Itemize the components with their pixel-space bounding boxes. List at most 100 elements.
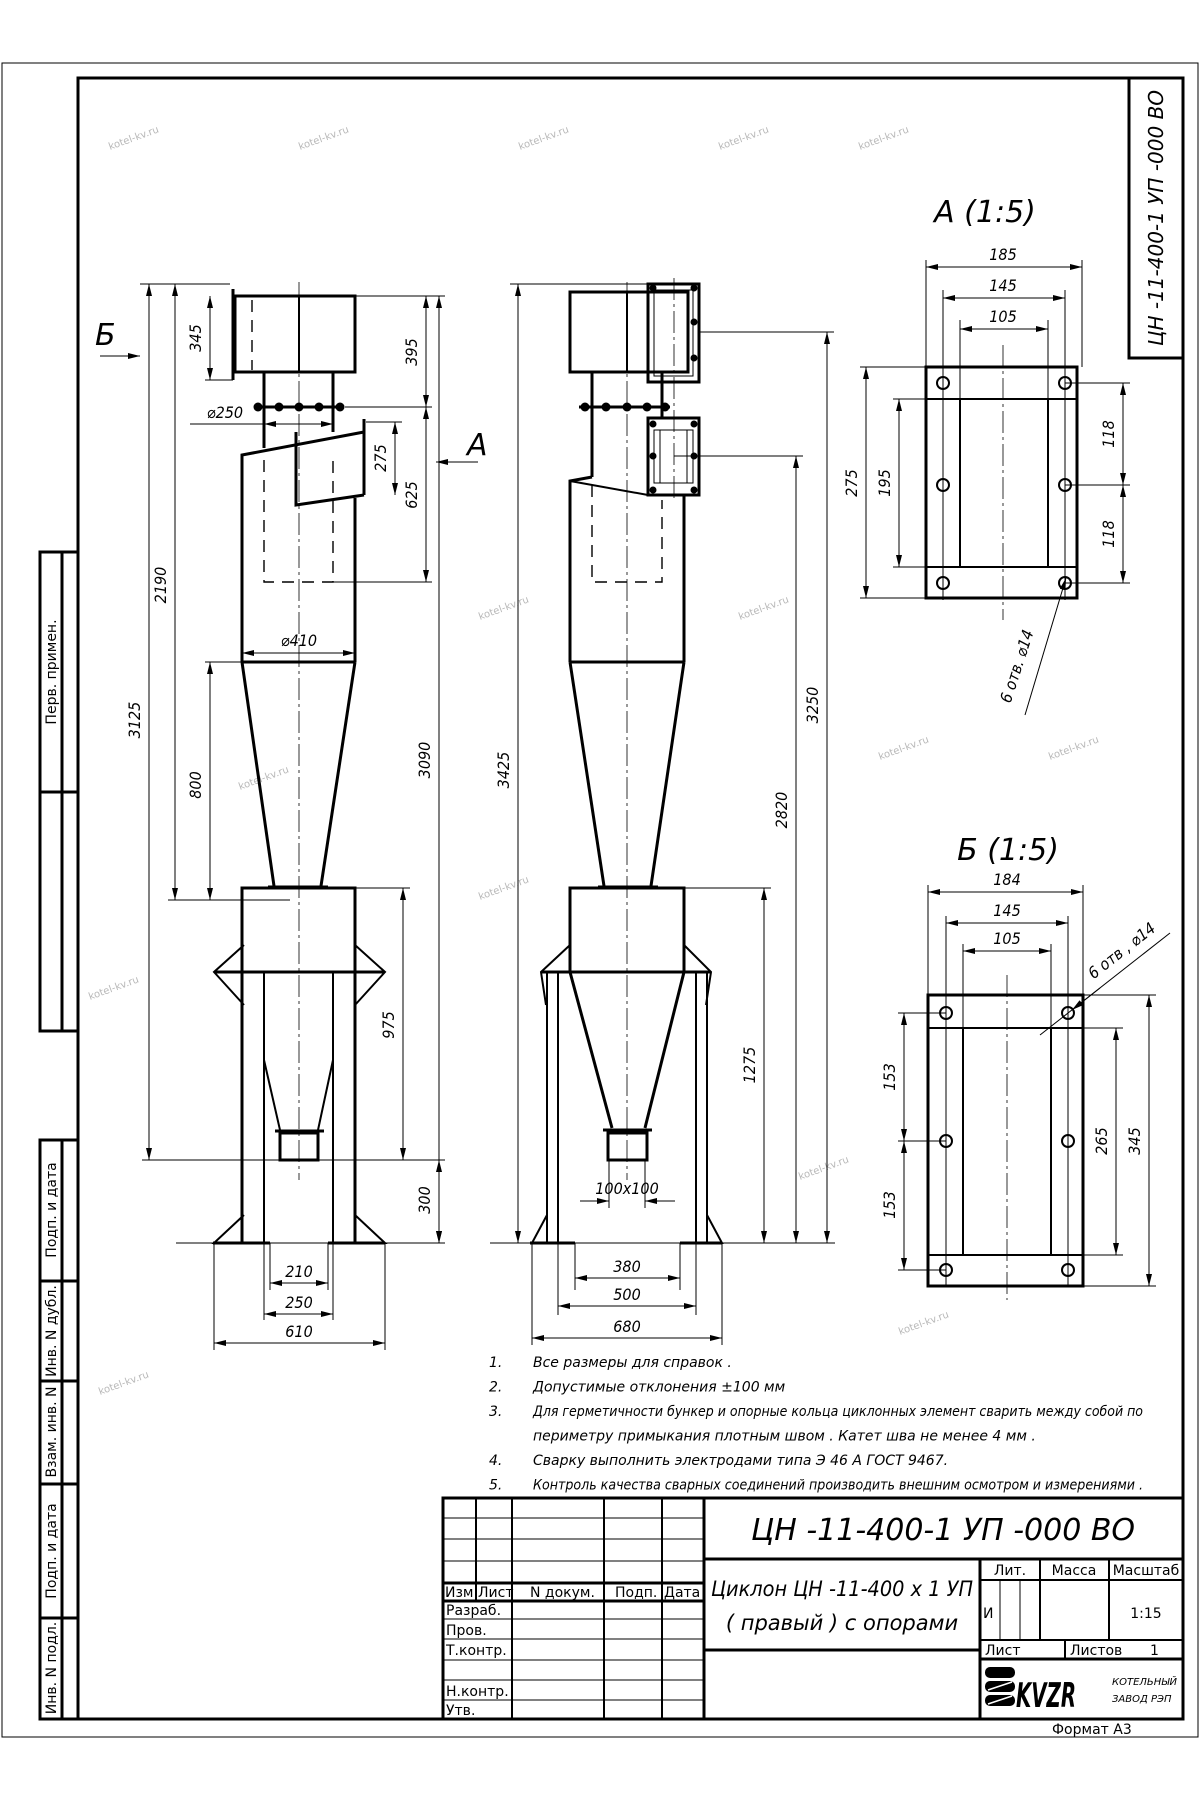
document-name-line2: ( правый ) с опорами — [726, 1611, 958, 1635]
watermark-text: kotel-kv.ru — [517, 124, 570, 152]
note-text: Сварку выполнить электродами типа Э 46 А… — [533, 1453, 948, 1469]
header-izm: Изм — [445, 1585, 473, 1601]
dim-300: 300 — [415, 1186, 434, 1213]
stamp-vzam-inv: Взам. инв. N — [44, 1387, 60, 1478]
drawing-stroke — [985, 1667, 1015, 1678]
drawing-stroke — [690, 284, 698, 292]
view-b-flange: Б (1:5) 184 145 105 153 153 265 345 6 от… — [880, 833, 1171, 1300]
scale-label: Масштаб — [1113, 1563, 1180, 1579]
logo-text: KVZR — [1016, 1676, 1076, 1716]
role-tkontr: Т.контр. — [445, 1643, 507, 1659]
role-nkontr: Н.контр. — [446, 1684, 509, 1700]
role-razrab: Разраб. — [446, 1603, 501, 1619]
dim-500: 500 — [613, 1285, 640, 1304]
note-number: 5. — [489, 1478, 502, 1494]
dim-d250: ⌀250 — [207, 403, 243, 422]
watermark-layer: kotel-kv.ru kotel-kv.ru kotel-kv.ru kotel-k… — [87, 124, 1100, 1397]
view-b-dim-153-top: 153 — [880, 1063, 899, 1090]
view-b-title: Б (1:5) — [957, 833, 1059, 868]
drawing-stroke — [76, 76, 1185, 1721]
drawing-stroke — [253, 402, 263, 412]
drawing-stroke — [690, 354, 698, 362]
header-data: Дата — [664, 1585, 700, 1601]
drawing-stroke — [354, 944, 387, 1006]
drawing-stroke — [580, 402, 590, 412]
dim-100x100: 100x100 — [595, 1179, 658, 1198]
dim-1275: 1275 — [740, 1047, 759, 1084]
stamp-perv-primen: Перв. примен. — [44, 619, 60, 724]
drawing-stroke — [1024, 577, 1067, 716]
dim-680: 680 — [613, 1317, 640, 1336]
dim-210: 210 — [285, 1262, 312, 1281]
drawing-stroke — [683, 944, 713, 1006]
drawing-stroke — [568, 886, 686, 972]
drawing-stroke — [622, 402, 632, 412]
header-list: Лист — [478, 1585, 513, 1601]
dim-d410: ⌀410 — [281, 631, 317, 650]
drawing-stroke — [568, 475, 593, 662]
header-podp: Подп. — [615, 1585, 657, 1601]
drawing-stroke — [690, 318, 698, 326]
drawing-stroke — [1071, 987, 1101, 1011]
stamp-podp-data-1: Подп. и дата — [44, 1162, 60, 1257]
drawing-stroke — [294, 402, 304, 412]
company-line2: ЗАВОД РЭП — [1112, 1694, 1172, 1705]
drawing-stroke — [601, 402, 611, 412]
watermark-text: kotel-kv.ru — [477, 594, 530, 622]
drawing-stroke — [649, 284, 657, 292]
watermark-text: kotel-kv.ru — [297, 124, 350, 152]
dim-2820: 2820 — [772, 792, 791, 829]
view-b-dim-345: 345 — [1125, 1127, 1144, 1154]
view-b-dim-265: 265 — [1092, 1127, 1111, 1154]
dim-3090: 3090 — [415, 742, 434, 779]
drawing-stroke — [660, 402, 670, 412]
lit-label: Лит. — [994, 1563, 1026, 1579]
drawing-stroke — [606, 1131, 649, 1162]
section-marker-a-label: А — [465, 428, 488, 463]
role-prov: Пров. — [446, 1623, 487, 1639]
drawing-stroke — [441, 1496, 1185, 1721]
section-marker-b: Б — [95, 318, 140, 359]
drawing-stroke — [530, 1214, 558, 1244]
dim-395: 395 — [402, 338, 421, 365]
note-text: Все размеры для справок . — [533, 1355, 732, 1371]
watermark-text: kotel-kv.ru — [1047, 734, 1100, 762]
dim-975: 975 — [379, 1011, 398, 1038]
front-view: 3125 2190 345 395 625 3090 275 ⌀250 ⌀410… — [125, 282, 445, 1350]
sheets-label: Листов — [1070, 1643, 1122, 1659]
coil-icon — [985, 1667, 1015, 1706]
dim-610: 610 — [285, 1322, 312, 1341]
stamp-inv-dubl: Инв. N дубл. — [44, 1285, 60, 1377]
note-text: Контроль качества сварных соединений про… — [533, 1478, 1143, 1494]
view-a-dim-145: 145 — [989, 276, 1016, 295]
drawing-stroke — [569, 480, 649, 496]
drawing-stroke — [643, 971, 686, 1129]
dim-3125: 3125 — [125, 702, 144, 739]
drawing-stroke — [568, 971, 614, 1129]
drawing-stroke — [38, 1138, 80, 1721]
title-block: Изм Лист N докум. Подп. Дата Разраб. Про… — [441, 1496, 1185, 1738]
drawing-stroke — [568, 661, 606, 887]
dim-250: 250 — [285, 1293, 312, 1312]
stamp-podp-data-2: Подп. и дата — [44, 1503, 60, 1598]
watermark-text: kotel-kv.ru — [797, 1154, 850, 1182]
lit-value: И — [983, 1606, 993, 1622]
bolt-row-side — [580, 402, 670, 412]
watermark-text: kotel-kv.ru — [237, 764, 290, 792]
drawing-stroke — [690, 486, 698, 494]
drawing-stroke — [335, 402, 345, 412]
drawing-stroke — [653, 289, 694, 377]
drawing-stroke — [294, 432, 365, 507]
drawing-stroke — [642, 402, 652, 412]
view-b-dim-153-bottom: 153 — [880, 1191, 899, 1218]
side-view: 3425 3250 2820 1275 100x100 380 500 680 — [490, 278, 835, 1345]
technical-notes: 1.Все размеры для справок .2.Допустимые … — [489, 1355, 1143, 1494]
kvzr-logo: KVZR КОТЕЛЬНЫЙ ЗАВОД РЭП — [985, 1667, 1177, 1716]
note-number: 2. — [489, 1380, 502, 1396]
drawing-stroke — [212, 944, 245, 1006]
view-b-dim-105: 105 — [993, 929, 1020, 948]
watermark-text: kotel-kv.ru — [107, 124, 160, 152]
drawing-stroke — [987, 1695, 1013, 1705]
watermark-text: kotel-kv.ru — [87, 974, 140, 1002]
